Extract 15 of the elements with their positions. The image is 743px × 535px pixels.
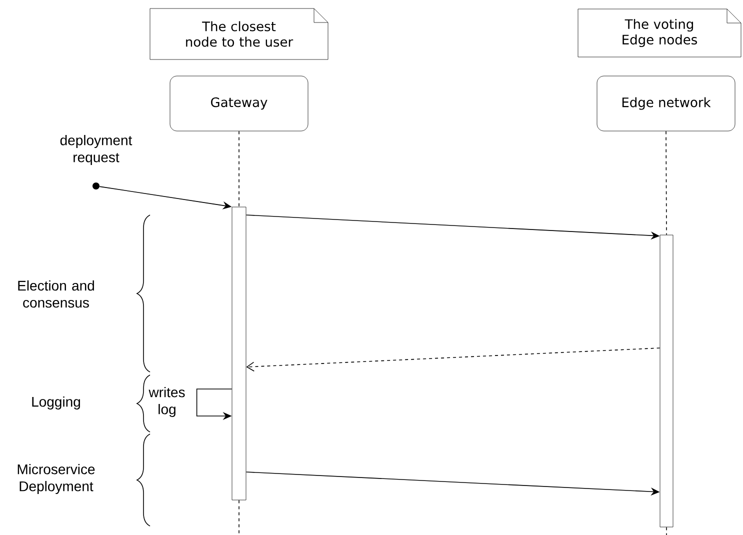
participant-box: Gateway <box>170 76 308 132</box>
phase-label: Microservice Deployment <box>18 464 95 494</box>
return-arrow <box>246 348 660 372</box>
edge-label: writes log <box>143 386 191 418</box>
participant-box: Edge network <box>596 76 736 132</box>
phase-label: Logging <box>32 396 80 410</box>
note-box: The voting Edge nodes <box>578 8 742 58</box>
activation-bar <box>660 234 674 528</box>
start-dot <box>92 182 100 190</box>
phase-label: Election and consensus <box>18 280 94 308</box>
lifeline <box>238 130 240 208</box>
activation-bar <box>232 206 246 500</box>
lifeline <box>666 130 667 236</box>
note-box: The closest node to the user <box>150 8 328 60</box>
message-label: deployment request <box>60 134 132 166</box>
